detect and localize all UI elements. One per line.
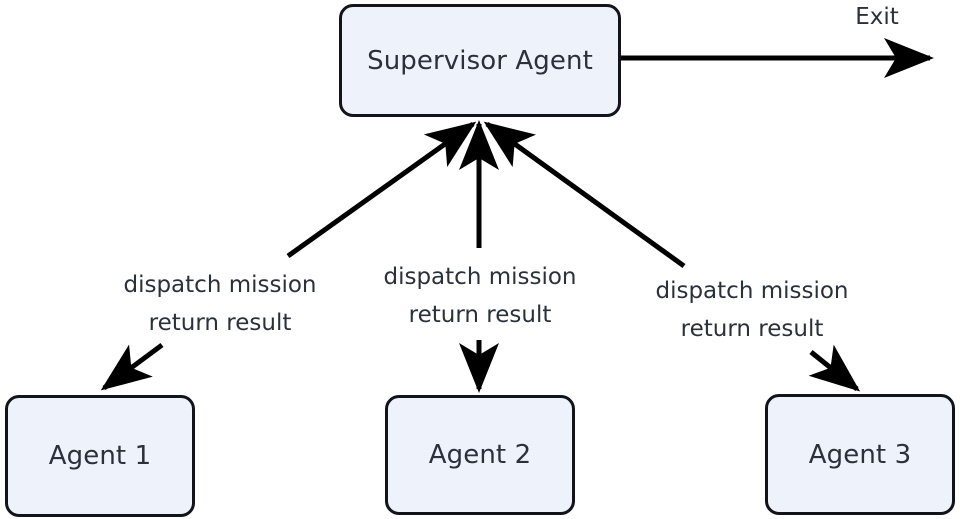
edge-label-agent-2-line-1: dispatch mission <box>383 264 577 290</box>
edge-label-agent-1-line-1: dispatch mission <box>123 272 317 298</box>
node-supervisor-agent-label: Supervisor Agent <box>367 45 593 76</box>
node-agent-2-label: Agent 2 <box>428 440 532 470</box>
edge-label-agent-1: dispatch mission return result <box>100 266 340 342</box>
edge-label-agent-3: dispatch mission return result <box>632 272 872 348</box>
edge-label-agent-3-line-1: dispatch mission <box>655 278 849 304</box>
node-agent-1[interactable]: Agent 1 <box>5 395 195 517</box>
node-supervisor-agent[interactable]: Supervisor Agent <box>339 4 621 117</box>
edge-label-agent-1-line-2: return result <box>148 310 292 336</box>
node-agent-3[interactable]: Agent 3 <box>765 394 955 515</box>
edge-label-agent-3-line-2: return result <box>680 316 824 342</box>
exit-label: Exit <box>855 4 899 30</box>
edge-supervisor-to-agent-3 <box>808 344 861 392</box>
edge-label-agent-2-line-2: return result <box>408 302 552 328</box>
edge-agent-1-to-supervisor <box>286 121 477 259</box>
node-agent-1-label: Agent 1 <box>48 441 152 471</box>
edge-label-agent-2: dispatch mission return result <box>360 258 600 334</box>
edge-agent-3-to-supervisor <box>483 121 686 269</box>
node-agent-3-label: Agent 3 <box>808 439 912 470</box>
edge-supervisor-to-agent-1 <box>100 342 164 391</box>
node-agent-2[interactable]: Agent 2 <box>385 395 575 515</box>
